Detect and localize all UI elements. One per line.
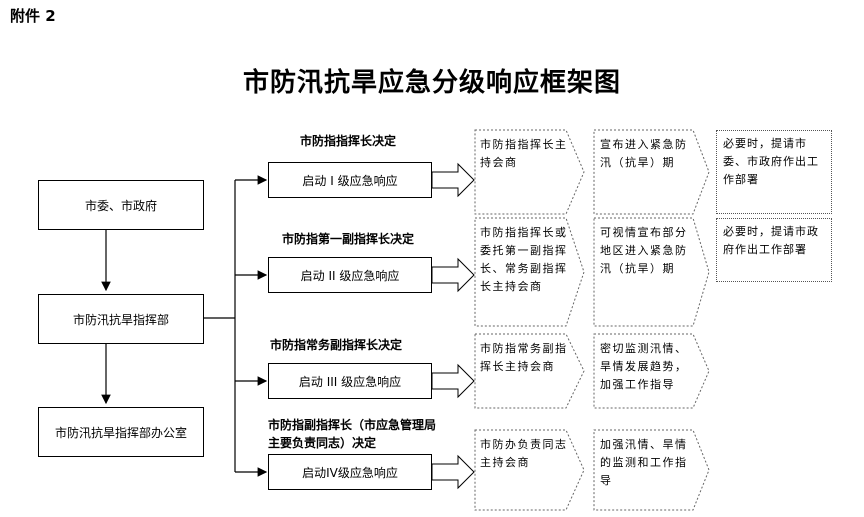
decision-label-3: 市防指常务副指挥长决定 <box>270 338 403 352</box>
action-shape-1 <box>593 129 710 215</box>
host-text-2: 市防指指挥长或委托第一副指挥长、常务副指挥长主持会商 <box>480 226 568 293</box>
office-box: 市防汛抗旱指挥部办公室 <box>38 407 204 457</box>
headquarters-box: 市防汛抗旱指挥部 <box>38 294 204 344</box>
host-shape-3 <box>474 333 585 409</box>
start-box-1: 启动 I 级应急响应 <box>268 162 432 198</box>
host-shape-1 <box>474 129 585 215</box>
action-text-2: 可视情宣布部分地区进入紧急防汛（抗旱）期 <box>600 226 688 275</box>
committee-box: 市委、市政府 <box>38 180 204 230</box>
action-shape-4 <box>593 429 710 511</box>
block-arrow-3 <box>431 363 475 399</box>
action-text-4: 加强汛情、旱情的监测和工作指导 <box>600 438 688 487</box>
start-box-2: 启动 II 级应急响应 <box>268 257 432 293</box>
note-box-1: 必要时，提请市委、市政府作出工作部署 <box>716 130 832 214</box>
attachment-label: 附件 2 <box>10 7 56 25</box>
action-shape-3 <box>593 333 710 409</box>
action-text-3: 密切监测汛情、旱情发展趋势，加强工作指导 <box>600 342 688 391</box>
block-arrow-2 <box>431 257 475 293</box>
start-box-4: 启动IV级应急响应 <box>268 454 432 490</box>
note-box-2: 必要时，提请市政府作出工作部署 <box>716 218 832 282</box>
action-shape-2 <box>593 217 710 327</box>
host-text-4: 市防办负责同志主持会商 <box>480 438 568 469</box>
decision-label-4: 市防指副指挥长（市应急管理局主要负责同志）决定 <box>268 418 437 450</box>
block-arrow-4 <box>431 454 475 490</box>
decision-label-2: 市防指第一副指挥长决定 <box>282 232 415 246</box>
host-text-1: 市防指指挥长主持会商 <box>480 138 568 169</box>
block-arrow-1 <box>431 162 475 198</box>
host-text-3: 市防指常务副指挥长主持会商 <box>480 342 568 373</box>
page-title: 市防汛抗旱应急分级响应框架图 <box>242 68 621 98</box>
decision-label-1: 市防指指挥长决定 <box>300 134 397 148</box>
action-text-1: 宣布进入紧急防汛（抗旱）期 <box>600 138 688 169</box>
host-shape-4 <box>474 429 585 511</box>
start-box-3: 启动 III 级应急响应 <box>268 363 432 399</box>
host-shape-2 <box>474 217 585 327</box>
